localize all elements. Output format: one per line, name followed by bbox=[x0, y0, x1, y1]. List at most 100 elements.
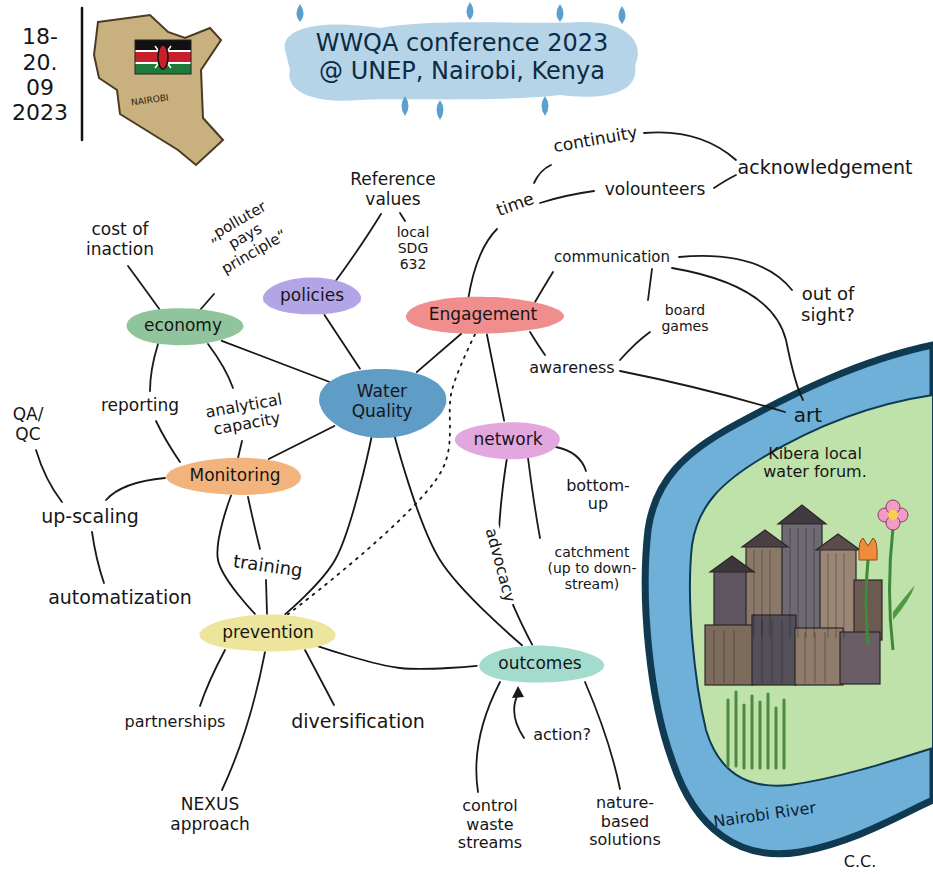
kibera-houses bbox=[806, 528, 807, 638]
leader-line bbox=[36, 132, 803, 792]
kenya-flag bbox=[135, 40, 191, 74]
connector bbox=[417, 334, 461, 372]
date: 18- 20. 09 2023 bbox=[10, 24, 70, 125]
kibera-houses bbox=[816, 534, 860, 550]
leader-line bbox=[305, 650, 334, 705]
branch-label: analytical capacity bbox=[195, 389, 295, 442]
blob-shape bbox=[263, 277, 361, 314]
connector bbox=[288, 334, 475, 614]
kibera-houses bbox=[772, 620, 773, 683]
leader-line bbox=[106, 478, 165, 500]
reeds bbox=[743, 705, 746, 768]
flowers bbox=[888, 510, 898, 520]
branch-label: NEXUS approach bbox=[165, 795, 255, 834]
topic-label: policies bbox=[280, 286, 344, 306]
leader-line bbox=[400, 213, 405, 221]
leader-line bbox=[468, 229, 497, 300]
blob-text-group: Monitoring bbox=[190, 466, 281, 486]
kibera-houses bbox=[754, 550, 755, 638]
branch-label: continuity bbox=[551, 123, 638, 157]
blob-text-group: Water Quality bbox=[340, 382, 425, 421]
branch-label: cost of inaction bbox=[75, 220, 165, 259]
kenya-map bbox=[94, 15, 223, 165]
connector bbox=[395, 437, 522, 646]
topic-blob: prevention bbox=[198, 613, 338, 654]
kibera-houses bbox=[790, 528, 791, 638]
topic-label: Monitoring bbox=[190, 466, 281, 486]
topic-label: outcomes bbox=[498, 654, 581, 674]
kibera-houses bbox=[844, 553, 845, 638]
leader-line bbox=[208, 344, 233, 388]
reeds bbox=[783, 700, 786, 768]
kibera-houses bbox=[770, 550, 771, 638]
leader-line bbox=[540, 191, 594, 203]
branch-label: volounteers bbox=[605, 180, 706, 200]
water-splash bbox=[557, 4, 564, 22]
blob-text-group: economy bbox=[144, 316, 222, 336]
leader-line bbox=[476, 682, 500, 792]
kibera-houses bbox=[815, 632, 816, 683]
kenya-flag bbox=[135, 40, 191, 74]
leader-line bbox=[150, 344, 158, 391]
blob-shape bbox=[406, 296, 564, 333]
topic-label: Engagement bbox=[429, 305, 537, 325]
water-splash bbox=[619, 6, 626, 24]
flowers bbox=[859, 500, 915, 650]
branch-label: training bbox=[232, 551, 304, 581]
branch-label: board games bbox=[655, 302, 715, 334]
kenya-flag bbox=[155, 46, 171, 68]
topic-blob: Monitoring bbox=[166, 456, 305, 497]
water-splash bbox=[285, 22, 638, 101]
leader-line bbox=[644, 132, 736, 160]
blob-shape bbox=[454, 422, 559, 459]
branch-label: diversification bbox=[291, 711, 425, 733]
leader-line bbox=[530, 332, 545, 355]
kibera-houses bbox=[836, 553, 837, 638]
kibera-houses bbox=[825, 632, 826, 683]
kibera-houses bbox=[778, 505, 826, 524]
leader-line bbox=[535, 272, 553, 302]
branch-label: bottom-up bbox=[561, 477, 636, 514]
branch-label: automatization bbox=[48, 587, 192, 609]
topic-label: economy bbox=[144, 316, 222, 336]
connector bbox=[222, 341, 329, 382]
leader-line bbox=[528, 458, 540, 538]
branch-label: local SDG 632 bbox=[388, 224, 438, 272]
blob-text-group: network bbox=[473, 430, 542, 450]
feedback-arrowhead bbox=[512, 686, 524, 698]
connector bbox=[285, 437, 371, 614]
kibera-houses bbox=[705, 625, 753, 685]
topic-blob: network bbox=[454, 420, 563, 461]
leader-line bbox=[620, 371, 785, 412]
flowers bbox=[893, 585, 915, 620]
leader-line bbox=[714, 175, 736, 188]
blob-text-group: policies bbox=[280, 286, 344, 306]
branch-label: reporting bbox=[101, 396, 179, 416]
leader-line bbox=[266, 580, 267, 614]
place-label: Kibera local water forum. bbox=[750, 445, 880, 482]
leader-line bbox=[222, 652, 265, 790]
branch-label: Reference values bbox=[343, 170, 443, 209]
kenya-map bbox=[94, 15, 223, 165]
blob-shape bbox=[166, 457, 301, 494]
leader-line bbox=[556, 447, 586, 471]
reeds bbox=[775, 708, 778, 768]
reeds bbox=[767, 694, 770, 768]
kibera-houses bbox=[714, 630, 715, 683]
blob-shape bbox=[319, 369, 446, 438]
topic-blob: Water Quality bbox=[317, 366, 448, 439]
reeds bbox=[751, 696, 754, 768]
connector bbox=[324, 315, 359, 369]
kibera-houses bbox=[782, 620, 783, 683]
flowers bbox=[890, 528, 894, 650]
branch-label: acknowledgement bbox=[738, 157, 913, 179]
blob-shape bbox=[126, 308, 243, 345]
leader-line bbox=[156, 421, 180, 462]
flowers bbox=[866, 560, 868, 645]
kibera-ground bbox=[690, 395, 933, 786]
leader-line bbox=[200, 294, 214, 310]
leader-line bbox=[534, 165, 551, 183]
kenya-flag bbox=[155, 46, 171, 68]
edge-label: advocacy bbox=[480, 523, 519, 607]
